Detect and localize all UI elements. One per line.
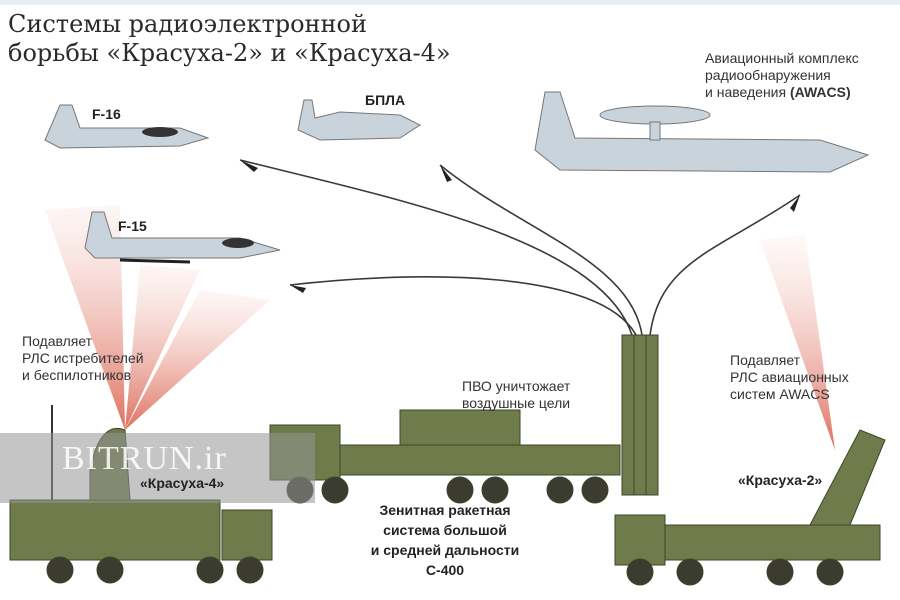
uav-label: БПЛА — [365, 92, 406, 108]
caption-line: РЛС истребителей — [22, 350, 144, 366]
caption-bold: (AWACS) — [789, 84, 851, 100]
left-caption: Подавляет РЛС истребителей и беспилотник… — [22, 333, 144, 384]
caption-line: Подавляет — [22, 333, 93, 349]
caption-text: и наведения — [705, 84, 790, 100]
krasukha2-label: «Красуха-2» — [738, 472, 823, 488]
missile-trajectories — [239, 159, 801, 336]
top-strip — [0, 0, 900, 5]
f15-label: F-15 — [118, 218, 147, 234]
caption-line: воздушные цели — [462, 395, 571, 411]
caption-line: и наведения (AWACS) — [705, 84, 859, 101]
jamming-beams-left — [45, 205, 270, 430]
f16-label: F-16 — [92, 106, 121, 122]
page-title: Системы радиоэлектронной борьбы «Красуха… — [8, 10, 451, 68]
watermark: BITRUN.ir — [62, 440, 227, 477]
caption-line: Авиационный комплекс — [705, 50, 859, 66]
caption-line: РЛС авиационных — [730, 369, 849, 385]
caption-line: Зенитная ракетная — [379, 502, 511, 518]
awacs-caption: Авиационный комплекс радиообнаружения и … — [705, 50, 859, 101]
caption-line: Подавляет — [730, 352, 801, 368]
watermark-band — [0, 433, 315, 503]
caption-line: ПВО уничтожает — [462, 378, 571, 394]
right-caption: Подавляет РЛС авиационных систем AWACS — [730, 352, 849, 403]
caption-line: и средней дальности — [370, 542, 520, 558]
title-line: борьбы «Красуха-2» и «Красуха-4» — [8, 39, 451, 67]
krasukha2-vehicle — [614, 429, 886, 586]
f15-plane — [84, 211, 281, 264]
caption-line: С-400 — [425, 562, 465, 578]
f16-plane — [44, 104, 210, 149]
caption-line: систем AWACS — [730, 386, 830, 402]
awacs-plane — [534, 91, 870, 173]
caption-line: система большой — [383, 522, 507, 538]
krasukha4-label: «Красуха-4» — [140, 475, 225, 491]
s400-name: Зенитная ракетная система большой и сред… — [330, 500, 560, 580]
s400-launcher — [269, 334, 659, 504]
uav-plane — [297, 99, 422, 141]
s400-caption: ПВО уничтожает воздушные цели — [462, 378, 570, 412]
caption-line: и беспилотников — [22, 367, 132, 383]
jamming-beam-right — [760, 235, 835, 450]
title-line: Системы радиоэлектронной — [8, 10, 367, 38]
caption-line: радиообнаружения — [705, 67, 831, 83]
missile-icons — [240, 160, 800, 293]
